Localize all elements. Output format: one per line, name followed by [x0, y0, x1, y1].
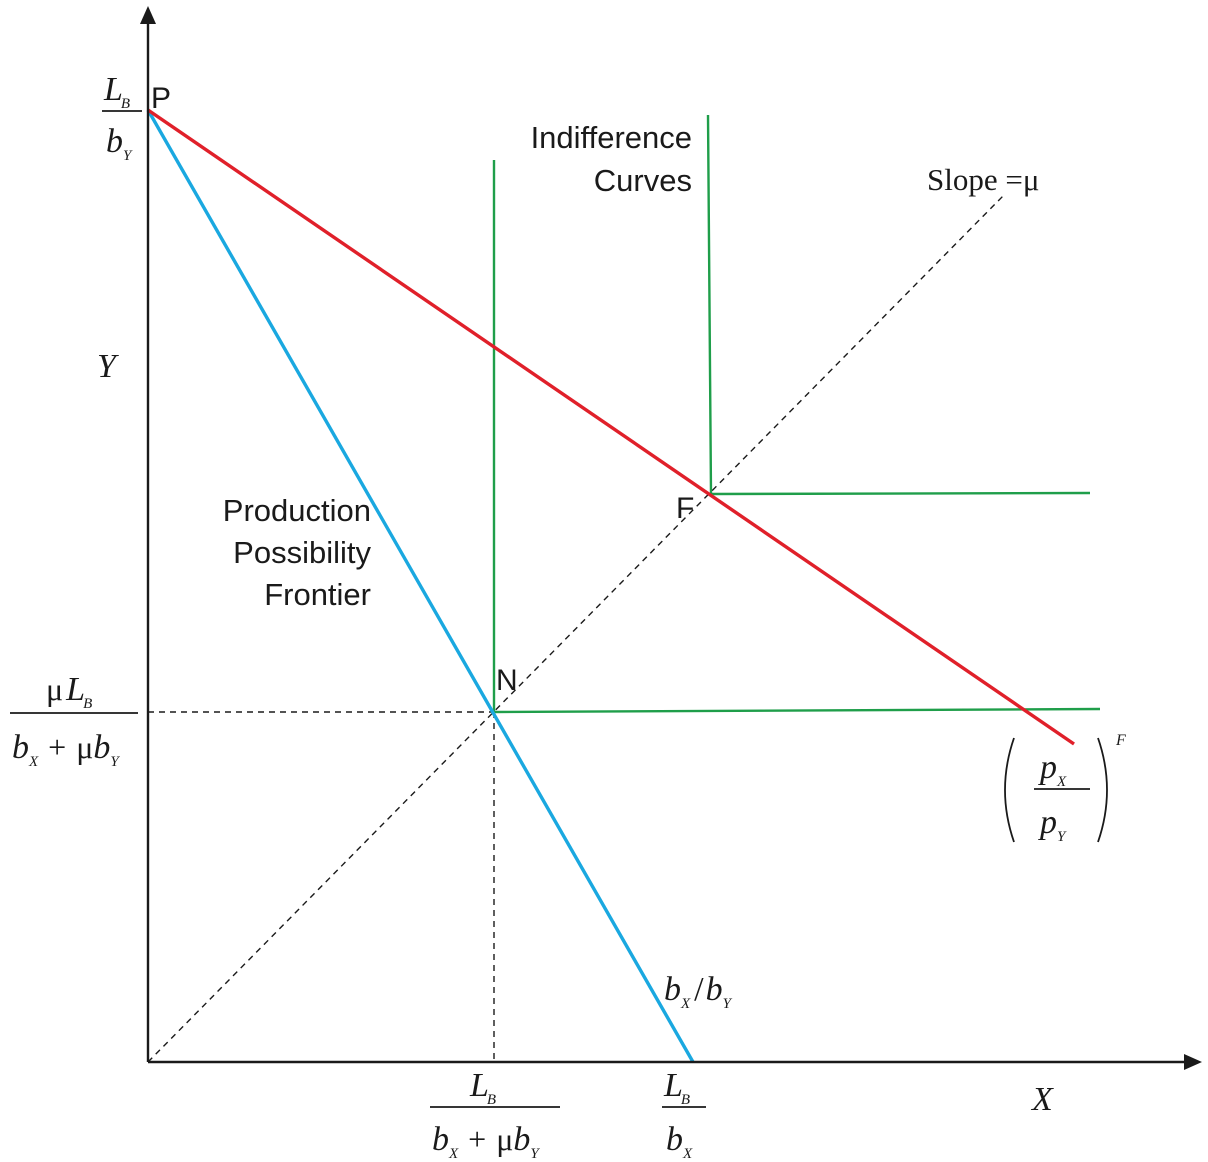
x-axis-label: X — [1030, 1081, 1054, 1118]
ic-caption-line-1: Indifference — [531, 120, 692, 155]
ray-slope-mu — [147, 195, 1004, 1063]
svg-text:bX+μbY: bX+μbY — [432, 1121, 540, 1162]
ppf-caption-line-3: Frontier — [264, 577, 371, 612]
point-p-label: P — [151, 82, 171, 115]
indifference-curve-1 — [492, 160, 1101, 714]
price-ratio-right-paren — [1097, 737, 1108, 843]
price-ratio-label: pX pY F — [1004, 732, 1126, 845]
price-ratio-left-paren — [1004, 737, 1015, 843]
x-intercept-label: LB bX — [662, 1067, 706, 1162]
svg-text:bX/bY: bX/bY — [664, 971, 733, 1012]
svg-text:bX+μbY: bX+μbY — [12, 729, 120, 770]
y-axis-arrow — [140, 6, 156, 24]
svg-text:F: F — [1115, 732, 1126, 749]
y-intercept-label: LB bY — [102, 71, 142, 164]
ppf-caption-line-2: Possibility — [233, 535, 371, 570]
y-n-label: μLB bX+μbY — [10, 671, 138, 770]
x-axis-arrow — [1184, 1054, 1202, 1070]
svg-text:bY: bY — [106, 123, 133, 164]
production-possibility-frontier — [146, 109, 695, 1063]
svg-text:LB: LB — [663, 1067, 690, 1108]
x-n-label: LB bX+μbY — [430, 1067, 560, 1162]
point-n-label: N — [496, 664, 518, 697]
ic-caption-line-2: Curves — [594, 163, 692, 198]
svg-text:pX: pX — [1038, 749, 1067, 790]
ppf-caption-line-1: Production — [223, 493, 371, 528]
ppf-slope-label: bX/bY — [664, 971, 733, 1012]
y-axis-label: Y — [97, 348, 119, 385]
svg-text:μLB: μLB — [46, 671, 92, 712]
price-line — [147, 108, 1075, 746]
slope-label: Slope =μ — [927, 162, 1039, 197]
svg-text:LB: LB — [469, 1067, 496, 1108]
svg-text:bX: bX — [666, 1121, 693, 1162]
point-f-label: F — [676, 492, 694, 525]
svg-text:pY: pY — [1038, 804, 1067, 845]
svg-text:LB: LB — [103, 71, 130, 112]
